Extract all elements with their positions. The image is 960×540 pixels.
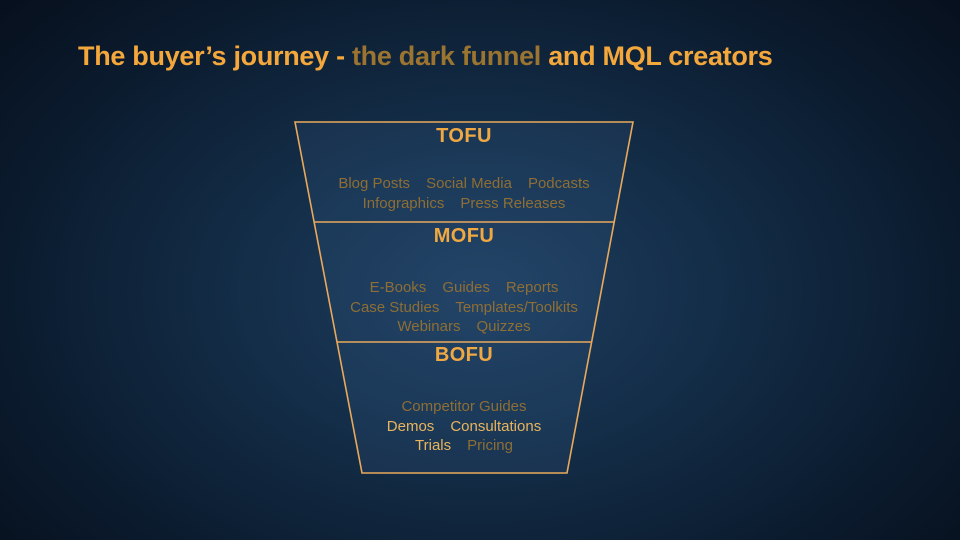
section-header-bofu: BOFU bbox=[434, 344, 494, 366]
mofu-line-2: Case Studies Templates/Toolkits bbox=[164, 298, 764, 318]
section-header-tofu: TOFU bbox=[436, 125, 492, 147]
funnel-item-press-releases: Press Releases bbox=[460, 194, 566, 212]
funnel-item-templates-toolkits: Templates/Toolkits bbox=[455, 298, 578, 316]
tofu-line-2: Infographics Press Releases bbox=[164, 194, 764, 214]
title-segment-bright-2: and MQL creators bbox=[541, 41, 773, 71]
funnel-item-case-studies: Case Studies bbox=[350, 298, 440, 316]
funnel-item-social-media: Social Media bbox=[426, 175, 512, 192]
funnel-item-consultations: Consultations bbox=[450, 417, 542, 435]
funnel-item-demos: Demos bbox=[386, 417, 435, 435]
title-segment-bright-1: The buyer’s journey - bbox=[78, 41, 352, 71]
funnel-item-pricing: Pricing bbox=[467, 437, 513, 454]
mofu-line-3: Webinars Quizzes bbox=[164, 317, 764, 337]
funnel-item-guides: Guides bbox=[442, 279, 490, 296]
tofu-line-1: Blog Posts Social Media Podcasts bbox=[164, 174, 764, 194]
funnel-item-blog-posts: Blog Posts bbox=[338, 175, 411, 192]
funnel-item-trials: Trials bbox=[415, 437, 452, 454]
funnel-outline-shape bbox=[294, 121, 634, 474]
title-segment-dark-funnel: the dark funnel bbox=[351, 41, 541, 71]
funnel-item-reports: Reports bbox=[505, 279, 559, 296]
bofu-line-2: Demos Consultations bbox=[164, 417, 764, 437]
funnel-section-bofu-items: Competitor Guides Demos Consultations Tri… bbox=[164, 397, 764, 456]
funnel-section-tofu-items: Blog Posts Social Media Podcasts Infograph… bbox=[164, 174, 764, 213]
funnel-item-webinars: Webinars bbox=[397, 318, 461, 335]
funnel-item-ebooks: E-Books bbox=[369, 279, 427, 296]
funnel-item-competitor-guides: Competitor Guides bbox=[401, 398, 527, 415]
bofu-line-1: Competitor Guides bbox=[164, 397, 764, 417]
mofu-line-1: E-Books Guides Reports bbox=[164, 278, 764, 298]
funnel-section-mofu-items: E-Books Guides Reports Case Studies Templat… bbox=[164, 278, 764, 337]
funnel-item-podcasts: Podcasts bbox=[527, 175, 590, 192]
bofu-line-3: Trials Pricing bbox=[164, 436, 764, 456]
funnel-item-quizzes: Quizzes bbox=[476, 318, 531, 335]
section-header-mofu: MOFU bbox=[433, 225, 495, 247]
funnel-item-infographics: Infographics bbox=[362, 194, 445, 212]
slide-title: The buyer’s journey - the dark funnel an… bbox=[78, 41, 898, 72]
